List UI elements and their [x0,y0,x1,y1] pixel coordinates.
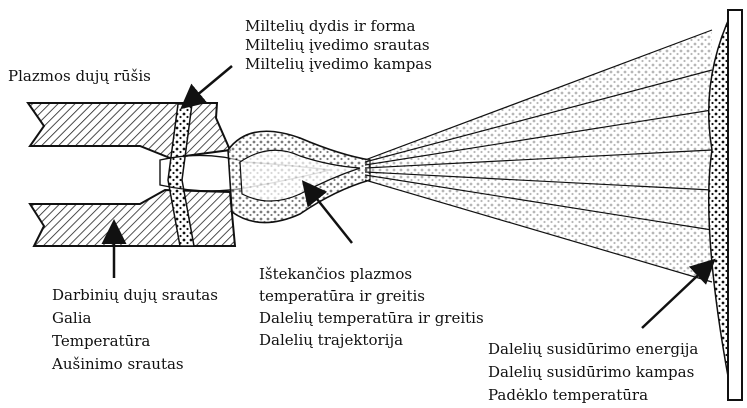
power-label: Galia [52,307,218,330]
substrate-temperature-label: Padėklo temperatūra [488,384,698,407]
torch-parameters-labels: Darbinių dujų srautas Galia Temperatūra … [52,284,218,376]
plasma-jet-parameters-labels: Ištekančios plazmos temperatūra ir greit… [259,263,484,351]
nozzle-upper [28,103,230,158]
impact-energy-label: Dalelių susidūrimo energija [488,338,698,361]
plasma-gas-type-label: Plazmos dujų rūšis [8,67,151,86]
substrate [728,10,742,400]
temperature-label: Temperatūra [52,330,218,353]
powder-injection-angle-label: Miltelių įvedimo kampas [245,55,432,74]
powder-feed-rate-label: Miltelių įvedimo srautas [245,36,432,55]
impact-parameters-labels: Dalelių susidūrimo energija Dalelių susi… [488,338,698,407]
plasma-temperature-velocity-label: temperatūra ir greitis [259,285,484,307]
particle-temperature-velocity-label: Dalelių temperatūra ir greitis [259,307,484,329]
arrow-powder [184,66,232,106]
plasma-outflow-label: Ištekančios plazmos [259,263,484,285]
particle-trajectory-label: Dalelių trajektorija [259,329,484,351]
impact-angle-label: Dalelių susidūrimo kampas [488,361,698,384]
nozzle-lower [30,190,235,246]
powder-parameters-labels: Miltelių dydis ir forma Miltelių įvedimo… [245,17,432,74]
cooling-flow-label: Aušinimo srautas [52,353,218,376]
gas-flow-label: Darbinių dujų srautas [52,284,218,307]
powder-size-label: Miltelių dydis ir forma [245,17,432,36]
